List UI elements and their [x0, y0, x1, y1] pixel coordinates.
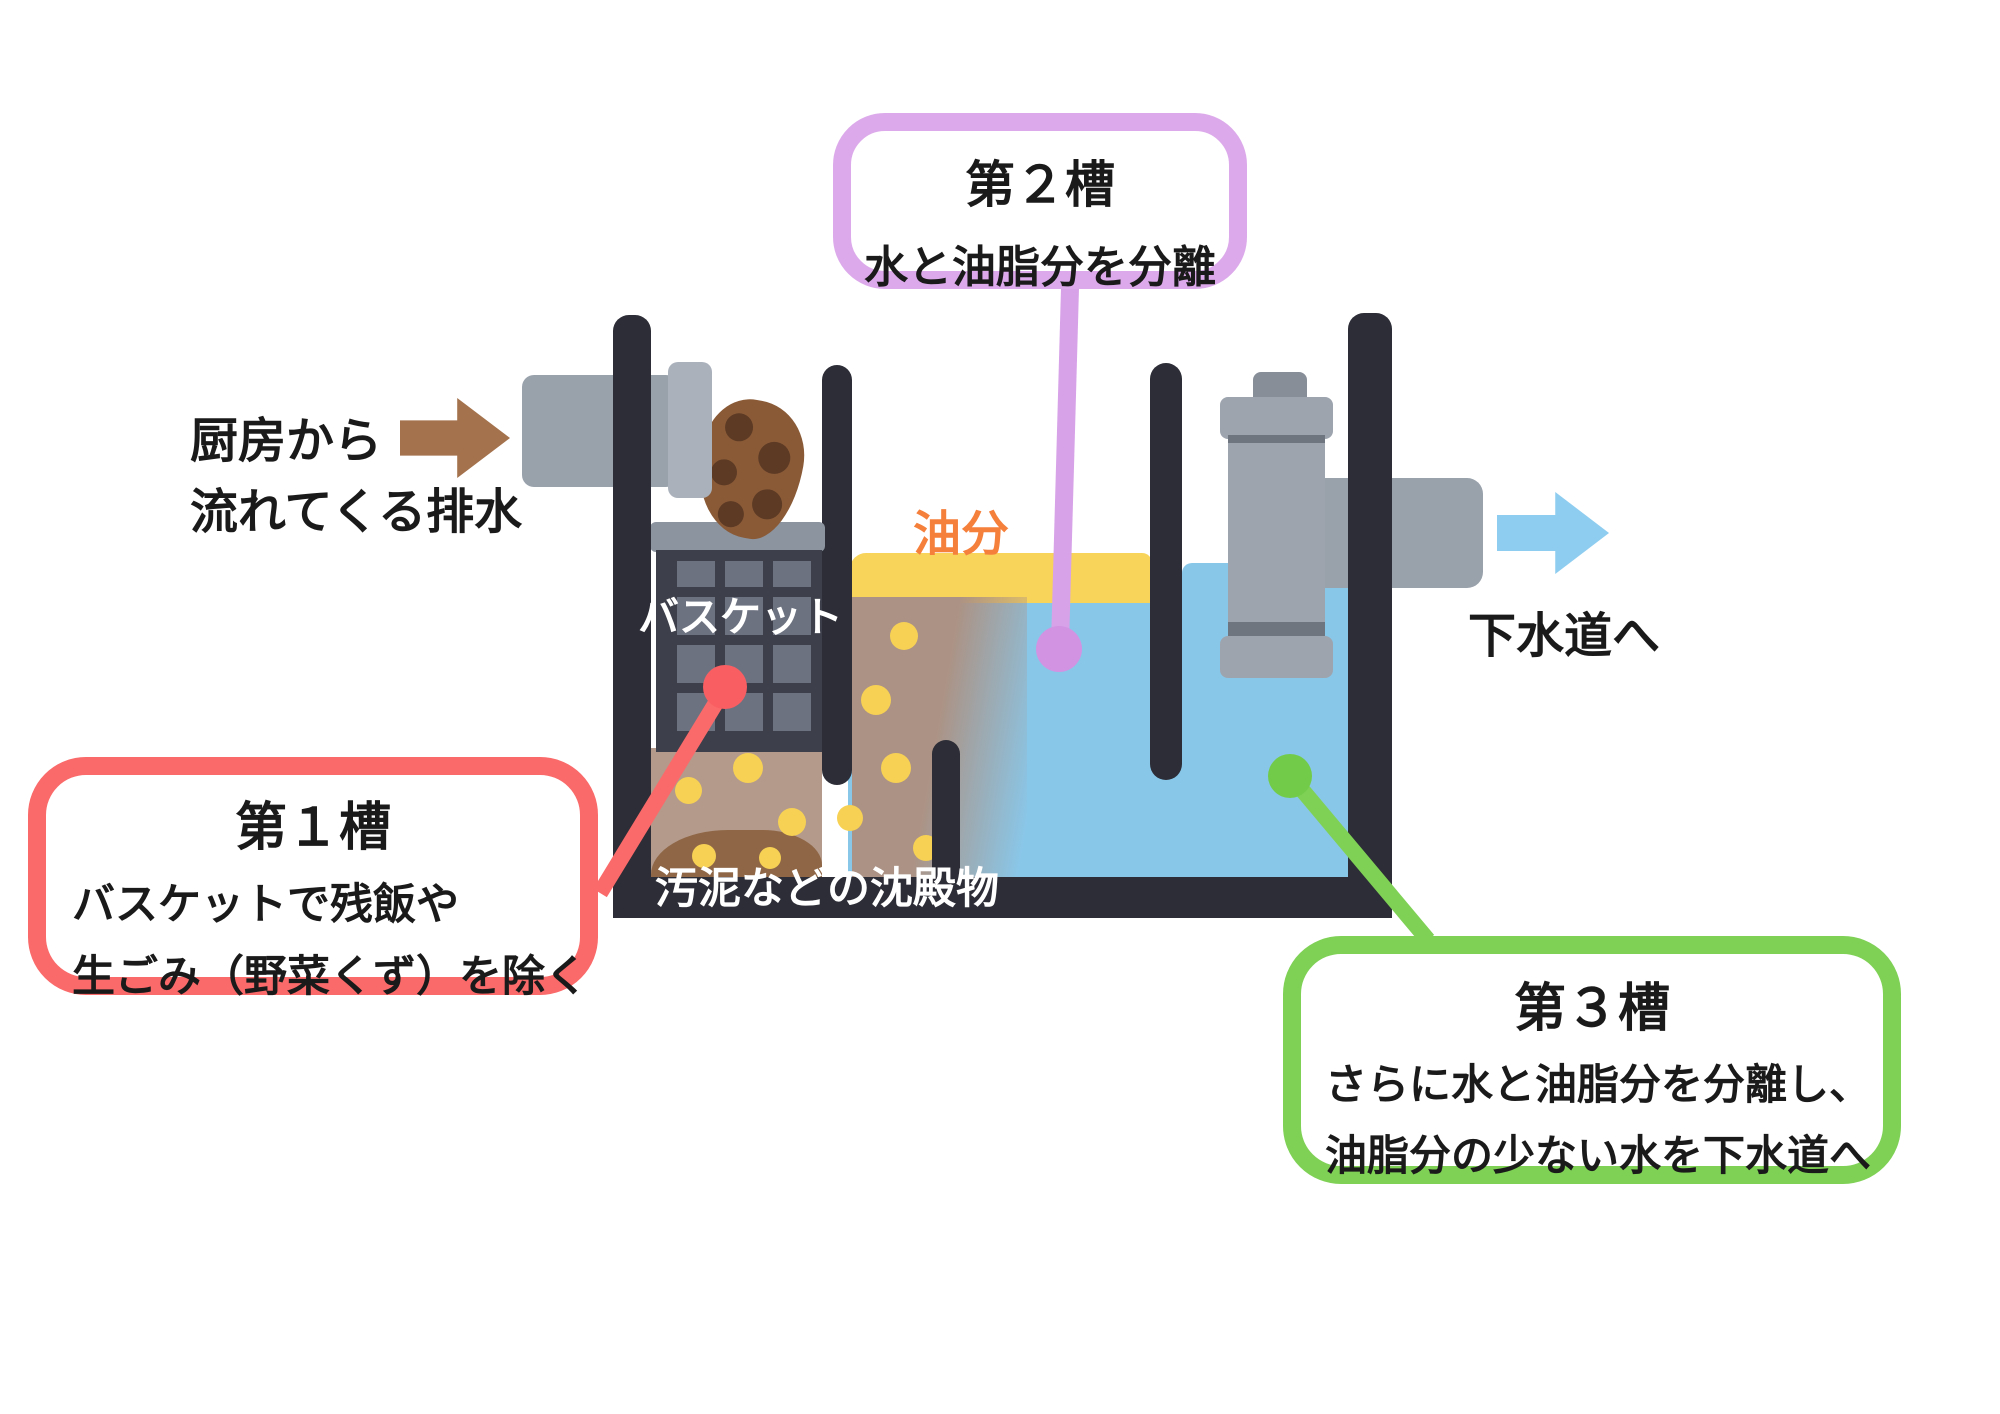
oil-bubble	[881, 753, 911, 783]
oil-bubble	[733, 753, 763, 783]
tank1-description-line1: バスケットで残飯や	[72, 880, 459, 930]
standpipe-column	[1228, 443, 1325, 631]
basket-mesh	[656, 550, 822, 752]
oil-layer	[850, 553, 1152, 603]
tank2-title: 第２槽	[965, 156, 1115, 214]
inlet-pipe	[522, 375, 678, 487]
sludge-label: 汚泥などの沈殿物	[655, 864, 999, 914]
oil-bubble	[675, 777, 702, 804]
standpipe-joint	[1228, 622, 1325, 636]
oil-label: 油分	[913, 506, 1010, 562]
standpipe-flange	[1220, 636, 1333, 678]
tank1-description-line2: 生ごみ（野菜くず）を除く	[72, 952, 588, 1002]
tank3-description-line1: さらに水と油脂分を分離し、	[1325, 1060, 1872, 1109]
kitchen-inflow-label: 厨房から 流れてくる排水	[190, 406, 522, 548]
tank-bottom	[613, 877, 1392, 918]
tank-right-wall	[1348, 313, 1392, 918]
outlet-pipe	[1323, 478, 1483, 588]
basket-label: バスケット	[638, 593, 843, 641]
oil-bubble	[759, 847, 781, 869]
oil-bubble	[890, 622, 918, 650]
to-sewer-label: 下水道へ	[1468, 608, 1661, 664]
oil-bubble	[861, 685, 891, 715]
outflow-arrow-icon	[1497, 492, 1609, 574]
tank3-title: 第３槽	[1513, 979, 1670, 1039]
divider-wall-1	[822, 365, 852, 785]
inlet-pipe-flange	[668, 362, 712, 498]
tank3-description-line2: 油脂分の少ない水を下水道へ	[1325, 1131, 1872, 1180]
kitchen-inflow-line2: 流れてくる排水	[190, 484, 523, 541]
tank3-callout: 第３槽 さらに水と油脂分を分離し、 油脂分の少ない水を下水道へ	[1283, 936, 1901, 1184]
divider-wall-2	[1150, 363, 1182, 780]
tank2-description: 水と油脂分を分離	[864, 242, 1216, 293]
standpipe-collar	[1220, 397, 1333, 439]
tank1-title: 第１槽	[234, 798, 391, 858]
bottom-weir	[932, 740, 960, 880]
tank2-callout: 第２槽 水と油脂分を分離	[833, 113, 1247, 293]
kitchen-inflow-line1: 厨房から	[190, 413, 383, 469]
oil-bubble	[778, 808, 806, 836]
oil-bubble	[837, 805, 863, 831]
tank1-callout: 第１槽 バスケットで残飯や 生ごみ（野菜くず）を除く	[28, 757, 598, 1002]
